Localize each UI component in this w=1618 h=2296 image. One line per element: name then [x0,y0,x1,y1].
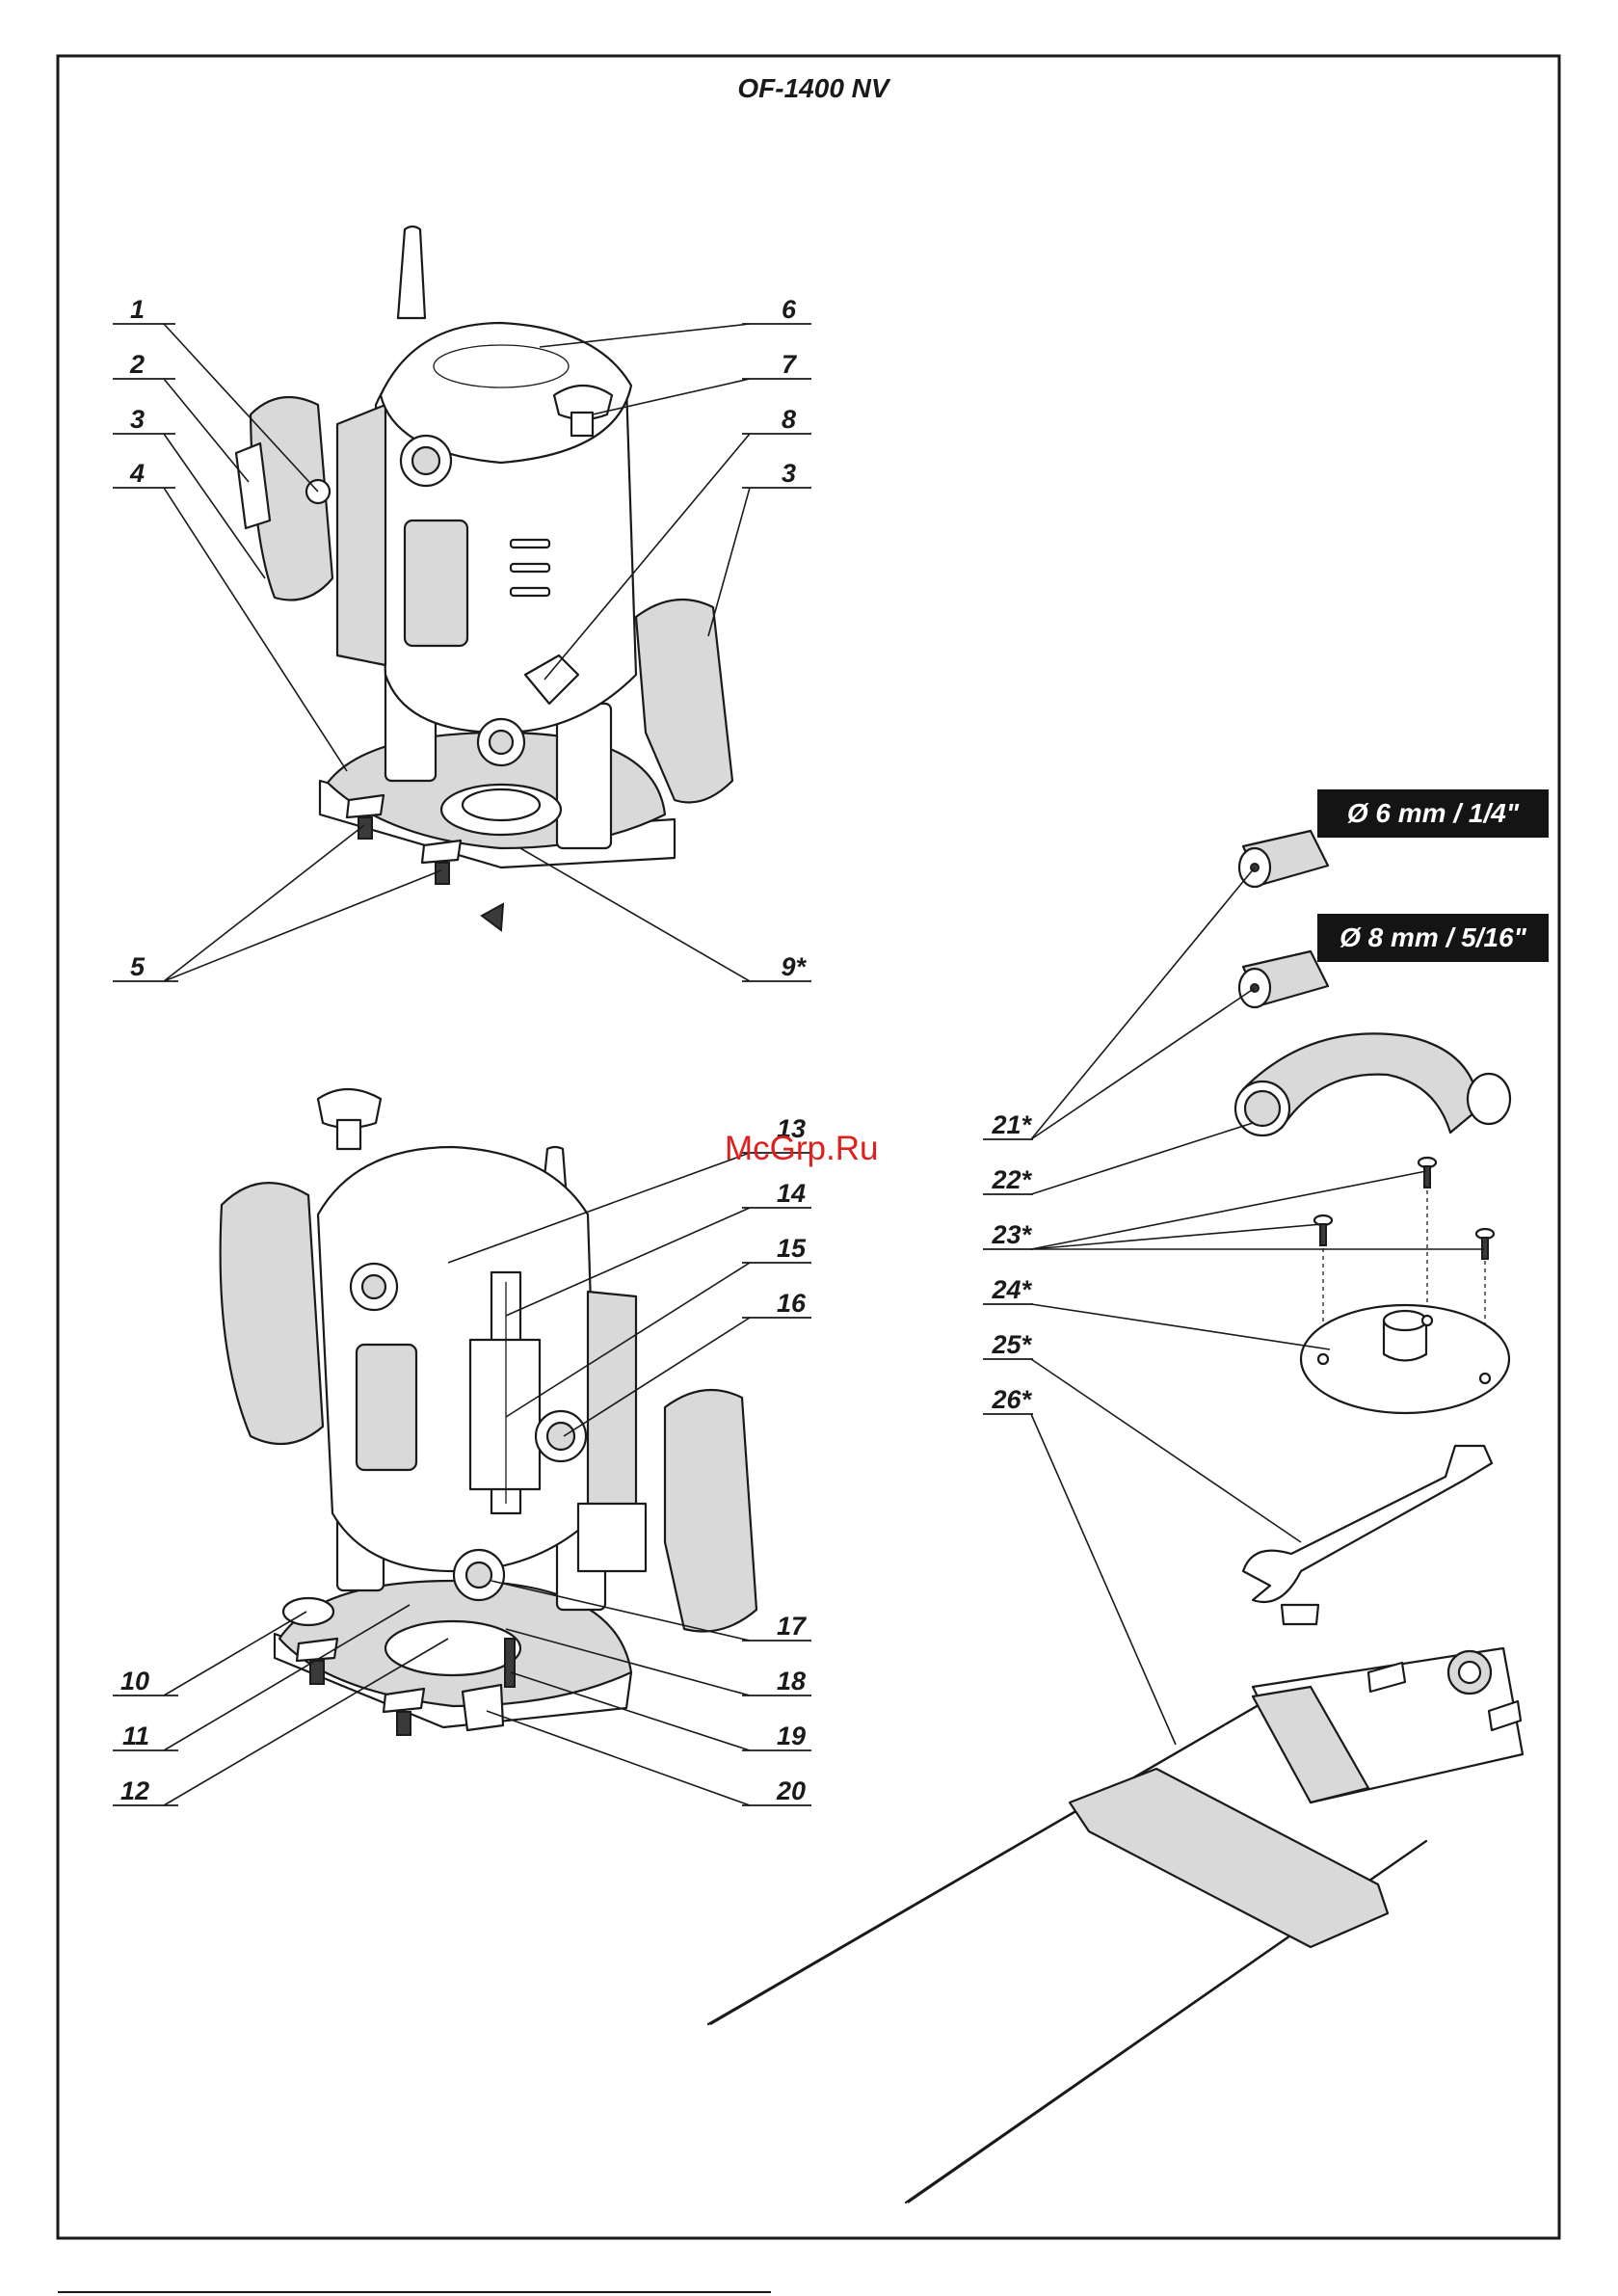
router-front-illustration [236,227,732,930]
callout-8: 8 [782,405,796,434]
page-title: OF-1400 NV [737,73,890,103]
copy-ring-plate-part [1301,1305,1509,1413]
callout-15: 15 [777,1234,807,1263]
callout-20: 20 [776,1776,806,1805]
callout-25: 25* [991,1330,1032,1359]
callout-3-right: 3 [782,459,796,488]
callout-19: 19 [777,1722,806,1750]
callout-12: 12 [120,1776,149,1805]
callout-9: 9* [781,952,807,981]
callout-18: 18 [777,1667,806,1695]
callout-17: 17 [777,1612,808,1641]
callout-14: 14 [777,1179,806,1208]
callout-21: 21* [991,1110,1032,1139]
callout-3-left: 3 [130,405,145,434]
callout-6: 6 [782,295,797,324]
watermark: McGrp.Ru [725,1130,878,1167]
callout-5: 5 [130,952,146,981]
callout-24: 24* [991,1275,1032,1304]
callout-22: 22* [991,1165,1032,1194]
wrench-part [1243,1446,1492,1602]
svg-text:Ø 6 mm / 1/4": Ø 6 mm / 1/4" [1347,798,1520,828]
callout-7: 7 [782,350,798,379]
parallel-guide-part [708,1605,1523,2203]
dust-adapter-part [1235,1033,1510,1135]
callout-11: 11 [122,1722,149,1750]
collet-8mm-part [1239,951,1328,1007]
callout-23: 23* [991,1220,1032,1249]
collet-8mm-badge: Ø 8 mm / 5/16" [1317,914,1549,962]
callout-26: 26* [991,1385,1032,1414]
callout-2: 2 [129,350,145,379]
callout-1: 1 [130,295,145,324]
callout-10: 10 [120,1667,149,1695]
collet-6mm-badge: Ø 6 mm / 1/4" [1317,789,1549,838]
callout-4: 4 [129,459,145,488]
collet-6mm-part [1239,831,1328,887]
callout-16: 16 [777,1289,807,1318]
svg-text:Ø 8 mm / 5/16": Ø 8 mm / 5/16" [1339,922,1527,952]
router-rear-illustration [221,1089,756,1735]
